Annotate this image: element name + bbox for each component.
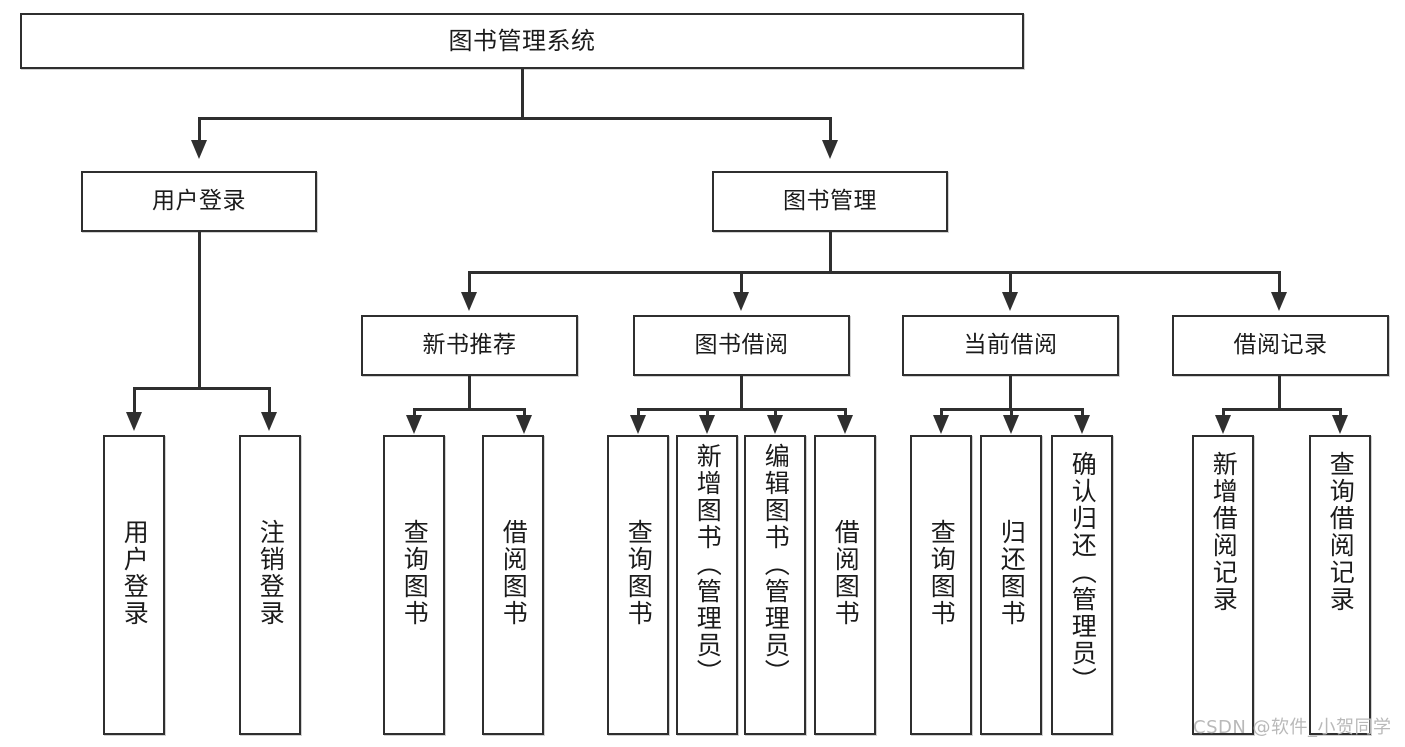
arrowhead-to-leaf-add-book <box>699 415 715 434</box>
connector-book-manage-stem <box>829 232 832 273</box>
csdn-watermark: CSDN @软件_小贺同学 <box>1193 717 1392 738</box>
node-label: 查询图书 <box>400 519 430 627</box>
node-label: 用户登录 <box>152 188 246 214</box>
connector-user-login-drop-2 <box>268 387 271 413</box>
node-label: 图书管理 <box>783 188 877 214</box>
arrowhead-to-borrow-record <box>1271 292 1287 311</box>
arrowhead-to-new-book-recommend <box>461 292 477 311</box>
leaf-borrow-book-recommend[interactable]: 借阅图书 <box>482 435 544 735</box>
node-label: 新增图书（管理员） <box>693 443 723 686</box>
connector-borrow-drop-2 <box>706 408 709 416</box>
leaf-confirm-return-admin[interactable]: 确认归还（管理员） <box>1051 435 1113 735</box>
connector-level3-drop-4 <box>1278 271 1281 293</box>
node-label: 用户登录 <box>120 519 150 627</box>
node-label: 查询图书 <box>624 519 654 627</box>
connector-borrow-drop-1 <box>637 408 640 416</box>
arrowhead-root-to-book-manage <box>822 140 838 159</box>
arrowhead-to-leaf-confirm-return <box>1074 415 1090 434</box>
node-label: 当前借阅 <box>963 332 1058 358</box>
connector-recommend-drop-2 <box>523 408 526 416</box>
leaf-return-book[interactable]: 归还图书 <box>980 435 1042 735</box>
connector-user-login-drop-1 <box>133 387 136 413</box>
connector-current-drop-2 <box>1010 408 1013 416</box>
connector-current-drop-1 <box>940 408 943 416</box>
node-label: 归还图书 <box>997 519 1027 627</box>
connector-borrow-drop-3 <box>774 408 777 416</box>
connector-root-drop-1 <box>198 117 201 141</box>
leaf-logout[interactable]: 注销登录 <box>239 435 301 735</box>
node-label: 查询借阅记录 <box>1326 451 1356 613</box>
node-new-book-recommend[interactable]: 新书推荐 <box>361 315 578 376</box>
arrowhead-to-leaf-query-book-2 <box>630 415 646 434</box>
leaf-add-book-admin[interactable]: 新增图书（管理员） <box>676 435 738 735</box>
connector-level3-drop-1 <box>468 271 471 293</box>
node-book-management[interactable]: 图书管理 <box>712 171 948 232</box>
connector-borrow-bus <box>637 408 846 411</box>
connector-borrow-drop-4 <box>844 408 847 416</box>
leaf-query-book-current[interactable]: 查询图书 <box>910 435 972 735</box>
node-book-borrow[interactable]: 图书借阅 <box>633 315 850 376</box>
arrowhead-to-leaf-add-record <box>1215 415 1231 434</box>
arrowhead-to-book-borrow <box>733 292 749 311</box>
node-label: 借阅图书 <box>831 519 861 627</box>
node-label: 注销登录 <box>256 519 286 627</box>
node-label: 新增借阅记录 <box>1209 451 1239 613</box>
arrowhead-to-leaf-return-book <box>1003 415 1019 434</box>
connector-recommend-bus <box>413 408 523 411</box>
connector-record-drop-2 <box>1339 408 1342 416</box>
arrowhead-to-leaf-borrow-book-1 <box>516 415 532 434</box>
leaf-borrow-book[interactable]: 借阅图书 <box>814 435 876 735</box>
connector-level3-bus <box>468 271 1280 274</box>
connector-borrow-stem <box>740 376 743 410</box>
node-label: 编辑图书（管理员） <box>761 443 791 686</box>
node-label: 新书推荐 <box>422 332 517 358</box>
node-current-borrow[interactable]: 当前借阅 <box>902 315 1119 376</box>
node-user-login[interactable]: 用户登录 <box>81 171 317 232</box>
arrowhead-root-to-user-login <box>191 140 207 159</box>
connector-root-bus <box>198 117 832 120</box>
connector-user-login-stem <box>198 232 201 389</box>
connector-user-login-bus <box>133 387 268 390</box>
arrowhead-to-leaf-borrow-book-2 <box>837 415 853 434</box>
connector-current-drop-3 <box>1081 408 1084 416</box>
arrowhead-to-leaf-user-login <box>126 412 142 431</box>
leaf-edit-book-admin[interactable]: 编辑图书（管理员） <box>744 435 806 735</box>
leaf-user-login[interactable]: 用户登录 <box>103 435 165 735</box>
node-label: 借阅记录 <box>1233 332 1328 358</box>
node-label: 确认归还（管理员） <box>1068 451 1098 694</box>
connector-root-stem <box>521 69 524 118</box>
arrowhead-to-current-borrow <box>1002 292 1018 311</box>
connector-record-stem <box>1278 376 1281 410</box>
node-borrow-record[interactable]: 借阅记录 <box>1172 315 1389 376</box>
arrowhead-to-leaf-edit-book <box>767 415 783 434</box>
arrowhead-to-leaf-query-book-1 <box>406 415 422 434</box>
leaf-add-borrow-record[interactable]: 新增借阅记录 <box>1192 435 1254 735</box>
leaf-query-borrow-record[interactable]: 查询借阅记录 <box>1309 435 1371 735</box>
connector-level3-drop-2 <box>740 271 743 293</box>
leaf-query-book-recommend[interactable]: 查询图书 <box>383 435 445 735</box>
connector-recommend-drop-1 <box>413 408 416 416</box>
node-label: 借阅图书 <box>499 519 529 627</box>
node-label: 查询图书 <box>927 519 957 627</box>
connector-level3-drop-3 <box>1009 271 1012 293</box>
connector-record-drop-1 <box>1222 408 1225 416</box>
node-label: 图书管理系统 <box>448 27 596 55</box>
leaf-query-book-borrow[interactable]: 查询图书 <box>607 435 669 735</box>
connector-record-bus <box>1222 408 1339 411</box>
connector-root-drop-2 <box>829 117 832 141</box>
arrowhead-to-leaf-query-book-3 <box>933 415 949 434</box>
connector-recommend-stem <box>468 376 471 410</box>
node-root-system[interactable]: 图书管理系统 <box>20 13 1024 69</box>
connector-current-stem <box>1009 376 1012 410</box>
arrowhead-to-leaf-logout <box>261 412 277 431</box>
node-label: 图书借阅 <box>694 332 789 358</box>
arrowhead-to-leaf-query-record <box>1332 415 1348 434</box>
